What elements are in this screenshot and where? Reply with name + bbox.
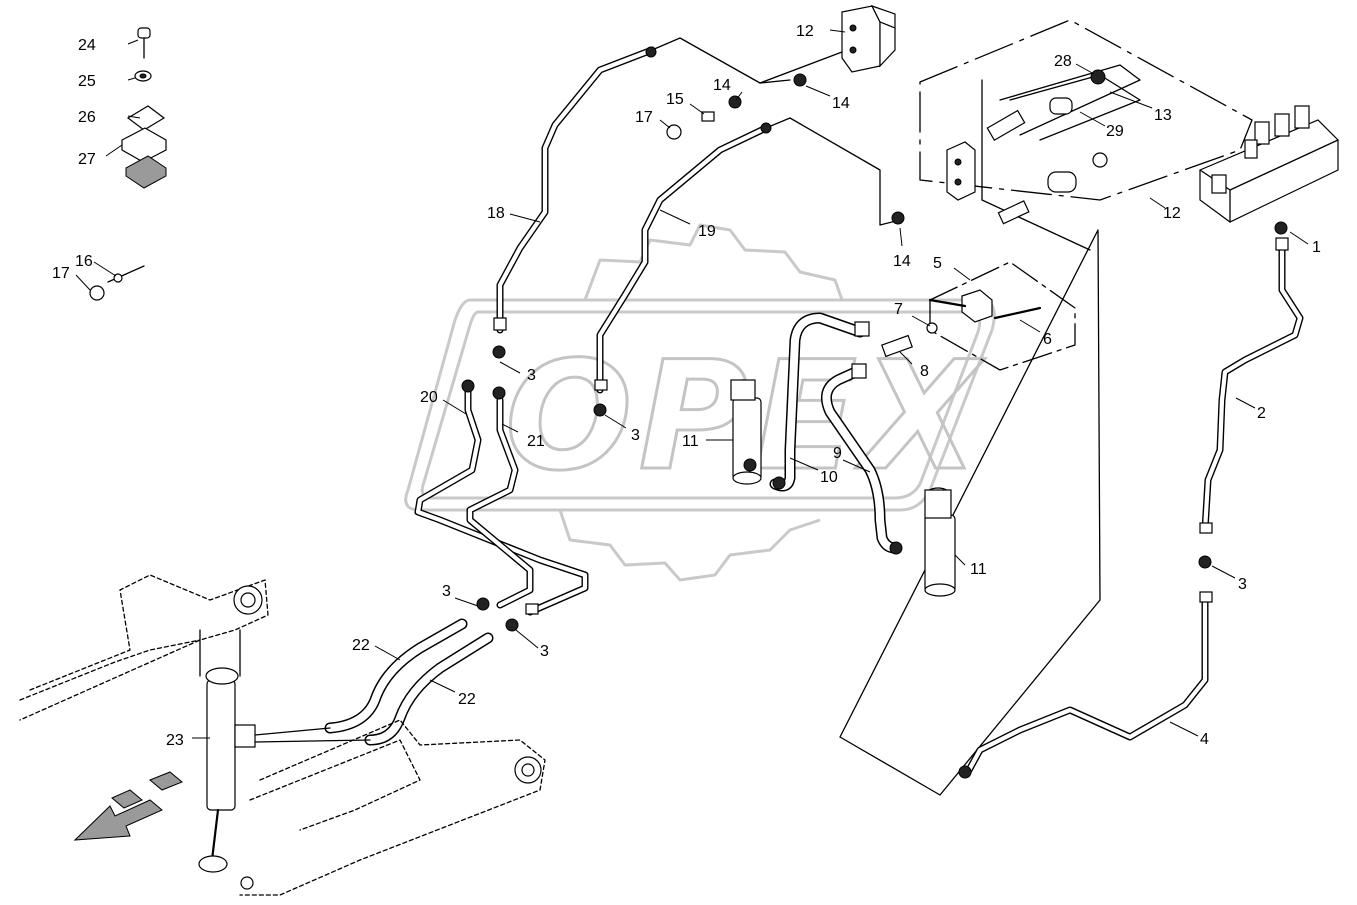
callout-7: 7 — [894, 301, 903, 318]
callout-3-e: 3 — [1238, 576, 1247, 593]
valve-block-top — [759, 4, 896, 84]
callout-22-b: 22 — [458, 691, 476, 708]
fittings — [461, 46, 1289, 779]
callout-16: 16 — [75, 253, 93, 270]
loader-frame — [19, 574, 546, 896]
callout-20: 20 — [420, 389, 438, 406]
callout-3-b: 3 — [631, 427, 640, 444]
cylinder-11-right — [924, 487, 956, 597]
pipe-19 — [596, 117, 901, 394]
pipe-2 — [1201, 246, 1304, 534]
pipe-4 — [964, 596, 1209, 776]
callout-11-b: 11 — [970, 561, 987, 578]
callout-5: 5 — [933, 255, 942, 272]
pipe-20 — [414, 386, 589, 616]
lift-cylinder-23 — [198, 629, 371, 873]
callout-8: 8 — [920, 363, 929, 380]
callout-10: 10 — [820, 469, 838, 486]
pipe-18 — [496, 37, 791, 334]
callout-9: 9 — [833, 445, 842, 462]
callout-25: 25 — [78, 73, 96, 90]
callout-12-b: 12 — [1163, 205, 1181, 222]
valve-detail-kit — [946, 69, 1108, 225]
callout-1: 1 — [1312, 239, 1321, 256]
callout-18: 18 — [487, 205, 505, 222]
pipe-21 — [466, 396, 534, 609]
callout-12-a: 12 — [796, 23, 814, 40]
callout-3-d: 3 — [540, 643, 549, 660]
callout-14-a: 14 — [893, 253, 911, 270]
control-valve-bank — [1199, 105, 1339, 223]
callout-14-c: 14 — [713, 77, 731, 94]
detail-5-6-7-8 — [881, 289, 1042, 358]
hose-22-lower — [364, 632, 494, 746]
callout-27: 27 — [78, 151, 96, 168]
callout-15: 15 — [666, 91, 684, 108]
leader-lines — [75, 29, 1309, 739]
callout-24: 24 — [78, 37, 96, 54]
reference-outlines — [839, 19, 1253, 796]
callout-22-a: 22 — [352, 637, 370, 654]
callout-3-c: 3 — [442, 583, 451, 600]
callout-29: 29 — [1106, 123, 1124, 140]
callout-23: 23 — [166, 732, 184, 749]
callout-19: 19 — [698, 223, 716, 240]
hose-9 — [820, 364, 901, 554]
callout-21: 21 — [527, 433, 545, 450]
callout-11-a: 11 — [682, 433, 699, 450]
clamp-parts — [89, 27, 167, 301]
opex-watermark: OPEX — [404, 223, 996, 582]
callout-3-a: 3 — [527, 367, 536, 384]
callout-17-mid: 17 — [635, 109, 653, 126]
cylinder-11-left — [730, 379, 762, 485]
callout-28: 28 — [1054, 53, 1072, 70]
callout-2: 2 — [1257, 405, 1266, 422]
callout-17-left: 17 — [52, 265, 70, 282]
callout-6: 6 — [1043, 331, 1052, 348]
callout-26: 26 — [78, 109, 96, 126]
hose-22-upper — [324, 618, 468, 734]
callout-labels: 24 25 26 27 16 17 18 19 20 21 3 3 3 3 3 … — [52, 23, 1321, 749]
direction-arrow — [73, 771, 183, 841]
callout-14-b: 14 — [832, 95, 850, 112]
callout-4: 4 — [1200, 731, 1209, 748]
callout-13: 13 — [1154, 107, 1172, 124]
